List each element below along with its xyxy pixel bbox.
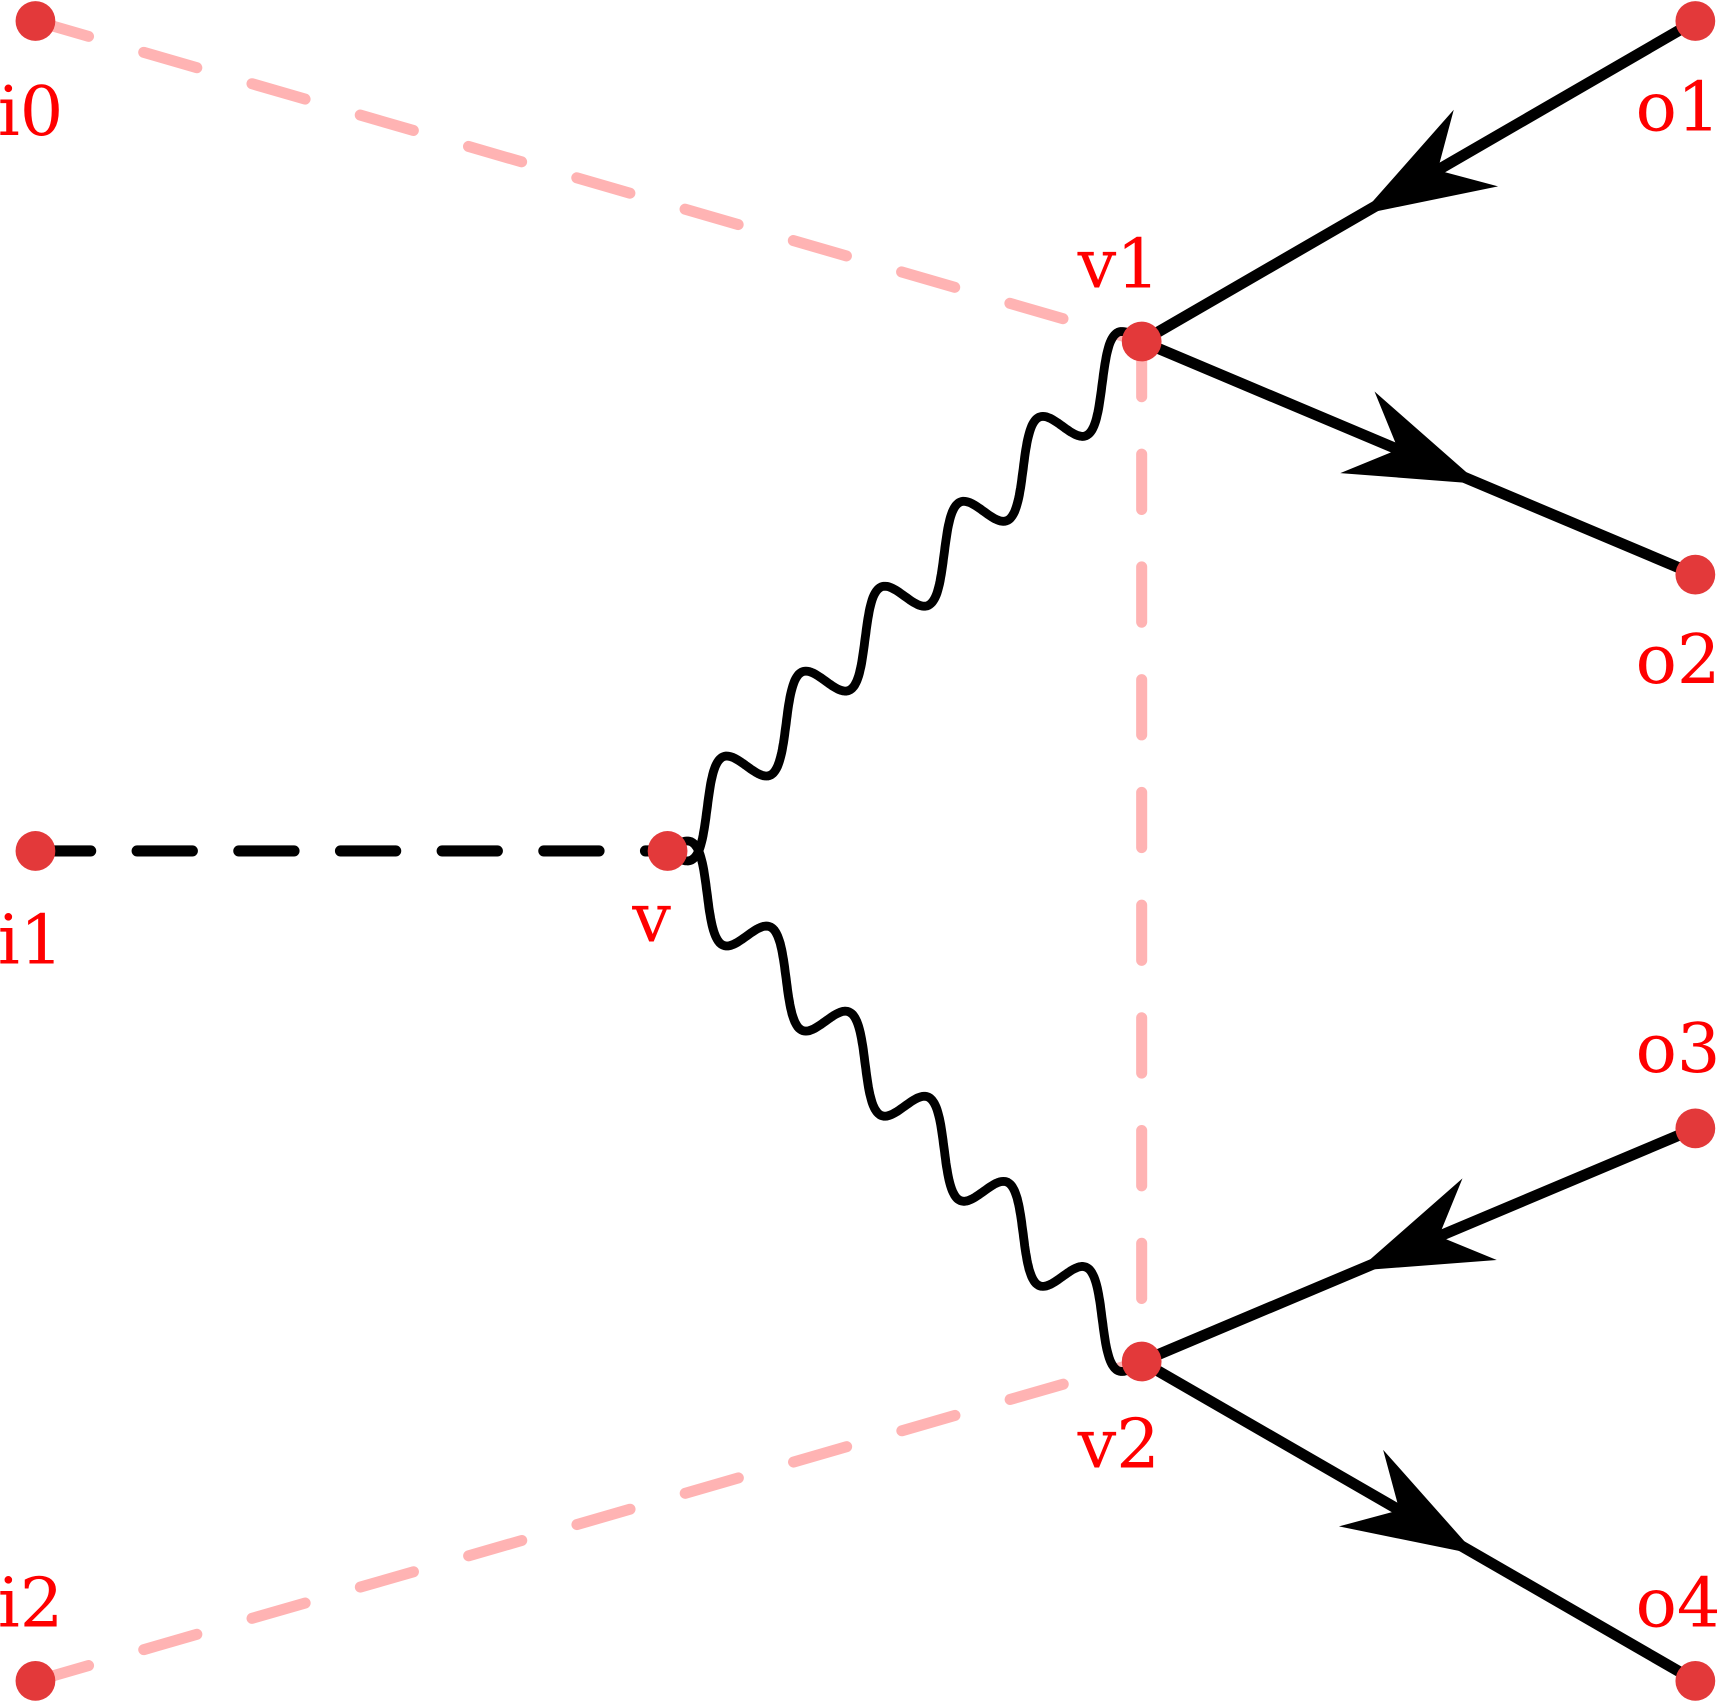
node-label-o2: o2 [1636,620,1721,700]
node-o3 [1675,1108,1716,1149]
edge-i2-v2 [29,1355,1148,1687]
node-v1 [1121,321,1162,362]
node-i2 [15,1661,56,1701]
node-v2 [1121,1341,1162,1382]
arrow-icon [1361,109,1499,215]
node-o1 [1675,1,1716,41]
node-label-o4: o4 [1636,1564,1721,1644]
node-label-i2: i2 [0,1564,63,1644]
edge-i0-v1 [29,15,1148,348]
edges-layer [29,15,1699,1687]
edge-v-v1 [665,327,1145,866]
node-i1 [15,831,56,871]
node-label-o1: o1 [1636,67,1721,147]
nodes-layer [15,1,1716,1701]
node-i0 [15,1,56,41]
node-label-i1: i1 [0,901,63,981]
node-label-v2: v2 [1077,1405,1160,1485]
labels-layer: i0 i1 i2 v v1 v2 o1 o2 o3 o4 [0,67,1720,1643]
node-label-v1: v1 [1077,224,1160,304]
node-o4 [1675,1661,1716,1701]
node-o2 [1675,554,1716,595]
arrow-icon [1340,391,1480,484]
node-label-o3: o3 [1636,1009,1721,1089]
node-label-v: v [631,879,671,959]
arrow-icon [1338,1449,1476,1555]
node-label-i0: i0 [0,72,63,152]
arrow-icon [1357,1178,1497,1271]
edge-v-v2 [665,836,1145,1376]
node-v [647,831,688,871]
